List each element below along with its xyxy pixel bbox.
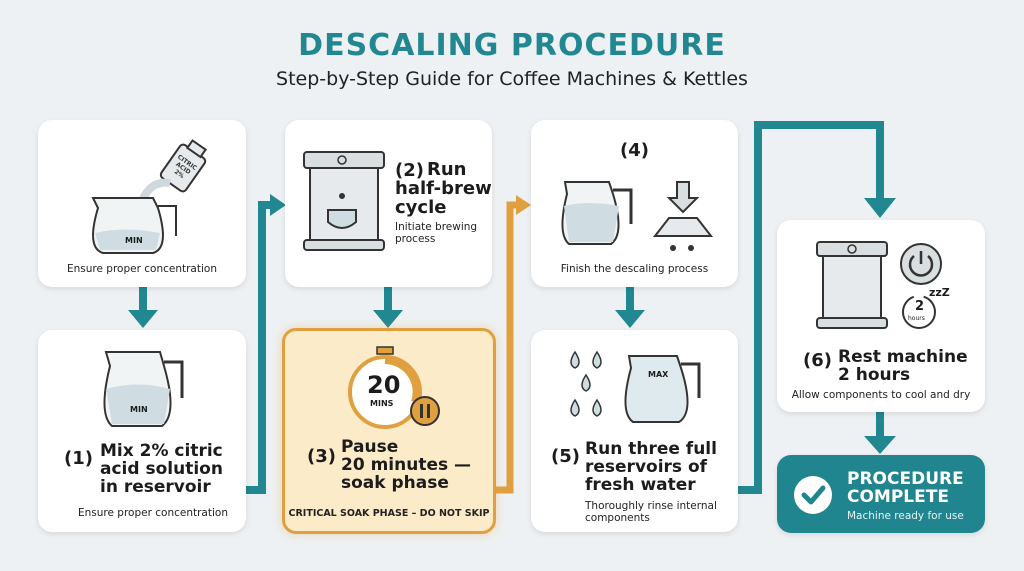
arrowhead — [864, 436, 896, 454]
card-prep: CITRIC ACID 2% MIN Ensure proper concent… — [38, 120, 246, 287]
espresso-machine-icon — [303, 151, 385, 251]
clock-value: 2 — [915, 299, 925, 314]
timer-unit: MINS — [370, 399, 394, 408]
step-title: Rest machine 2 hours — [838, 348, 968, 384]
kettle-max-label: MAX — [648, 370, 669, 379]
procedure-complete-banner: PROCEDURE COMPLETE Machine ready for use — [777, 455, 985, 533]
step-title: Pause 20 minutes — soak phase — [341, 438, 471, 492]
title-line: in reservoir — [100, 477, 211, 497]
arrowhead — [128, 310, 158, 328]
step-number: (1) — [64, 448, 93, 469]
kettle-min-label: MIN — [130, 405, 148, 414]
card-subtitle: Initiate brewing process — [395, 221, 477, 245]
card-step-5: MAX (5) Run three full reservoirs of fre… — [531, 330, 738, 532]
card-subtitle: Finish the descaling process — [560, 263, 709, 275]
subtitle-line: process — [395, 233, 436, 245]
title-line: fresh water — [585, 475, 696, 495]
subtitle-line: Thoroughly rinse internal — [585, 500, 717, 512]
title-line: Pause — [341, 437, 399, 457]
power-icon — [900, 243, 942, 285]
card-subtitle: Thoroughly rinse internal components — [585, 500, 717, 524]
page-title: DESCALING PROCEDURE — [298, 28, 726, 63]
arrowhead — [373, 310, 403, 328]
water-drops-icon — [570, 350, 602, 417]
connector-1-to-2 — [246, 201, 272, 494]
title-line: half-brew — [395, 178, 492, 199]
title-line: Rest machine — [838, 347, 968, 367]
pause-icon — [410, 396, 440, 426]
step-number: (6) — [803, 350, 832, 371]
card-subtitle: Allow components to cool and dry — [791, 389, 971, 401]
title-line: cycle — [395, 197, 447, 218]
card-step-1: MIN (1) Mix 2% citric acid solution in r… — [38, 330, 246, 532]
step-number: (2) — [395, 160, 424, 181]
title-line: reservoirs of — [585, 457, 708, 477]
card-subtitle: Ensure proper concentration — [78, 507, 228, 519]
title-line: soak phase — [341, 473, 449, 493]
step-number: (3) — [307, 446, 336, 467]
title-line: acid solution — [100, 459, 223, 479]
shower-head-icon — [652, 181, 714, 251]
clock-icon — [902, 295, 936, 329]
pour-citric-acid-icon — [91, 139, 208, 254]
sleep-icon: zzZ — [929, 286, 950, 299]
title-line: Run — [427, 159, 467, 180]
card-step-4: (4) Finish the descaling process — [531, 120, 738, 287]
page-subtitle: Step-by-Step Guide for Coffee Machines &… — [276, 68, 748, 90]
kettle-icon — [561, 181, 633, 245]
title-line: PROCEDURE — [847, 469, 964, 489]
title-line: Run three full — [585, 439, 717, 459]
checkmark-icon — [794, 476, 832, 514]
kettle-full-icon — [624, 355, 701, 423]
title-line: 20 minutes — — [341, 455, 472, 475]
stopwatch-icon — [348, 346, 440, 429]
connector-5-to-6 — [738, 121, 884, 494]
subtitle-line: components — [585, 512, 650, 524]
title-line: Mix 2% citric — [100, 441, 223, 461]
timer-value: 20 — [367, 371, 401, 399]
step-number: (5) — [551, 446, 580, 467]
step-title: Run half-brew cycle — [395, 160, 492, 217]
step-title: Run three full reservoirs of fresh water — [585, 440, 717, 494]
complete-subtitle: Machine ready for use — [847, 510, 964, 522]
subtitle-line: Initiate brewing — [395, 221, 478, 233]
kettle-min-label: MIN — [125, 236, 143, 245]
complete-title: PROCEDURE COMPLETE — [847, 470, 964, 506]
card-step-2: (2) Run half-brew cycle Initiate brewing… — [285, 120, 492, 287]
card-step-3-critical: 20 MINS (3) Pause 20 minutes — soak phas… — [282, 328, 496, 534]
critical-warning: CRITICAL SOAK PHASE – DO NOT SKIP — [288, 508, 490, 519]
arrowhead — [615, 310, 645, 328]
arrowhead — [516, 195, 531, 215]
connector-3-to-4 — [494, 201, 518, 494]
card-subtitle: Ensure proper concentration — [67, 263, 217, 275]
card-step-6: 2 hours zzZ (6) Rest machine 2 hours All… — [777, 220, 985, 412]
espresso-machine-icon — [816, 241, 888, 329]
arrowhead — [270, 194, 286, 216]
title-line: COMPLETE — [847, 487, 949, 507]
step-number: (4) — [620, 140, 649, 161]
title-line: 2 hours — [838, 365, 911, 385]
step-title: Mix 2% citric acid solution in reservoir — [100, 442, 223, 496]
kettle-icon — [103, 351, 184, 427]
clock-unit: hours — [908, 315, 925, 322]
arrowhead — [864, 198, 896, 218]
